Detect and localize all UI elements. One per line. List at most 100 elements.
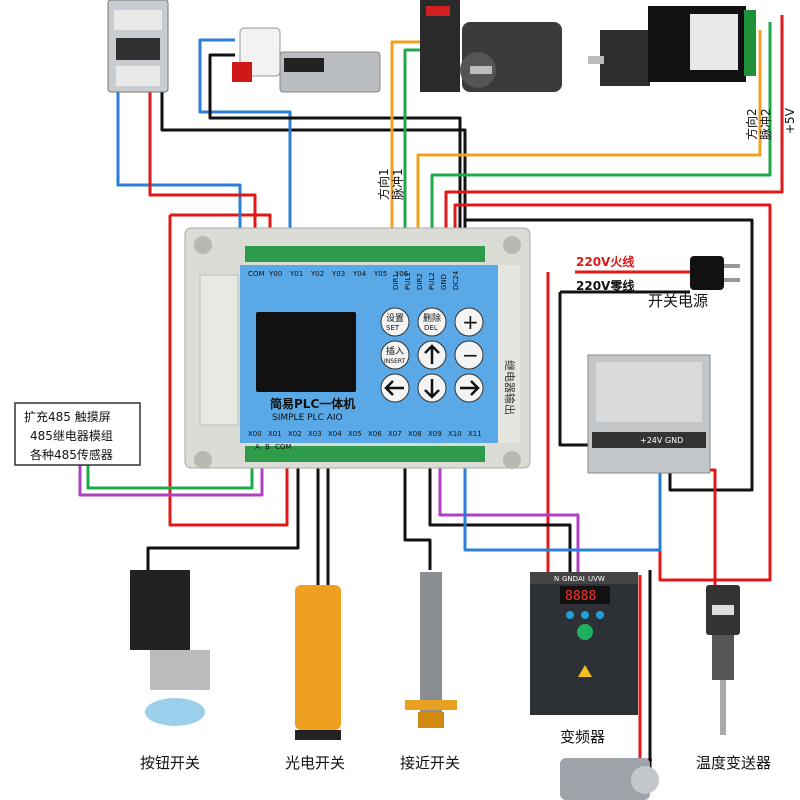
wire-red-5v	[444, 15, 784, 250]
inverter-key[interactable]	[581, 611, 589, 619]
plc-keypad: 设置 SET 删除 DEL + 插入 INSERT −	[380, 307, 484, 403]
plus-button[interactable]	[454, 307, 484, 337]
terminal-top-com: COM	[248, 270, 264, 278]
insert-button[interactable]	[380, 340, 410, 370]
servo-display	[426, 6, 450, 16]
valve-label	[284, 58, 324, 72]
wire-red-dc24	[453, 203, 772, 582]
servo-motor-shaft	[470, 66, 492, 74]
temp-transmitter-display	[712, 605, 734, 615]
terminal-bottom-left-b: B	[265, 443, 270, 451]
minus-button[interactable]	[454, 340, 484, 370]
plc-top-terminal-strip	[245, 246, 485, 262]
inverter-terminal-uvw: UVW	[588, 575, 605, 583]
stepper-motor	[600, 30, 650, 86]
arrow-left-icon	[384, 380, 404, 396]
terminal-top-pul1: PUL1	[404, 272, 412, 290]
set-button[interactable]	[380, 307, 410, 337]
rs485-line-2: 485继电器模组	[30, 429, 113, 443]
terminal-bottom-x04: X04	[328, 430, 342, 438]
wire-purple-inverter	[438, 460, 580, 575]
terminal-bottom-x02: X02	[288, 430, 302, 438]
terminal-bottom-left-a: A	[255, 443, 260, 451]
temperature-transmitter	[706, 585, 740, 735]
wire-blue-contactor	[116, 90, 242, 250]
wire-orange-dir1	[390, 40, 425, 250]
del-button[interactable]	[417, 307, 447, 337]
del-button-cn: 删除	[423, 312, 441, 324]
terminal-top-pul2: PUL2	[428, 272, 436, 290]
wires	[78, 15, 784, 770]
rs485-line-1: 扩充485 触摸屏	[24, 409, 111, 424]
wire-green-pul2	[430, 22, 772, 250]
inverter-key[interactable]	[596, 611, 604, 619]
wire-purple-485b	[78, 440, 264, 497]
label-neutral: 220V零线	[576, 278, 634, 293]
label-inverter: 变频器	[560, 728, 605, 746]
contactor-top-terminals	[114, 10, 162, 30]
plc-mount-hole	[194, 236, 212, 254]
stepper-driver-terminals	[744, 10, 756, 76]
proximity-switch	[405, 572, 457, 728]
inverter-terminals	[530, 572, 638, 584]
plc-unit: 继电器输出 简易PLC一体机 SIMPLE PLC AIO 设置 SET 删除 …	[184, 227, 531, 469]
rs485-box-border	[14, 402, 141, 466]
proximity-body	[420, 572, 442, 717]
plc-title-en: SIMPLE PLC AIO	[272, 413, 343, 423]
push-button-base	[150, 650, 210, 690]
terminal-bottom-x06: X06	[368, 430, 382, 438]
insert-button-en: INSERT	[384, 358, 406, 365]
terminal-top-y01: Y01	[289, 270, 303, 278]
plc-lcd	[256, 312, 356, 392]
inverter-display-digits: 8888	[565, 589, 596, 604]
motor-end-cap	[631, 766, 659, 794]
set-button-cn: 设置	[386, 313, 404, 324]
inverter: N GND AI UVW 8888	[530, 572, 638, 715]
label-push-button: 按钮开关	[140, 754, 200, 772]
terminal-bottom-x01: X01	[268, 430, 282, 438]
plus-button-label: +	[462, 310, 479, 334]
wire-red-temp	[680, 468, 717, 590]
proximity-nut	[405, 700, 457, 710]
wire-black-contactor	[160, 90, 467, 250]
terminal-top-y06: Y06	[394, 270, 409, 278]
set-button-en: SET	[386, 324, 400, 332]
contactor-face	[116, 38, 160, 60]
arrow-up-icon	[424, 344, 440, 364]
inverter-terminal-ai: AI	[578, 575, 585, 583]
stepper-motor-shaft	[588, 56, 604, 64]
terminal-top-y00: Y00	[268, 270, 282, 278]
plc-side-label-area	[498, 265, 520, 443]
valve-manual-button	[232, 62, 252, 82]
label-switch-power: 开关电源	[648, 292, 708, 310]
terminal-bottom-x11: X11	[468, 430, 482, 438]
photo-switch	[295, 585, 341, 740]
arrow-right-icon	[460, 380, 480, 396]
psu-grille	[596, 362, 702, 422]
label-pul1: 脉冲1	[390, 168, 405, 200]
label-dir2: 方向2	[744, 108, 759, 140]
inverter-run-knob[interactable]	[577, 624, 593, 640]
terminal-bottom-x05: X05	[348, 430, 362, 438]
servo-set	[420, 0, 562, 92]
plug-pin	[724, 278, 740, 282]
terminal-bottom-left-com: COM	[275, 443, 291, 451]
wire-red-contactor	[148, 90, 257, 250]
terminal-top-dir2: DIR2	[416, 273, 424, 290]
arrow-down-icon	[424, 379, 440, 399]
push-button-switch	[130, 570, 210, 726]
wire-orange-dir2	[416, 30, 762, 250]
inverter-terminal-gnd: GND	[562, 575, 578, 583]
stepper-driver-label	[690, 14, 738, 70]
rs485-box: 扩充485 触摸屏 485继电器模组 各种485传感器	[14, 402, 141, 466]
inverter-key[interactable]	[566, 611, 574, 619]
terminal-top-y05: Y05	[373, 270, 387, 278]
terminal-top-dc24: DC24	[452, 270, 460, 290]
solenoid-valve	[232, 27, 381, 93]
push-button-cap[interactable]	[145, 698, 205, 726]
minus-button-label: −	[462, 343, 479, 367]
